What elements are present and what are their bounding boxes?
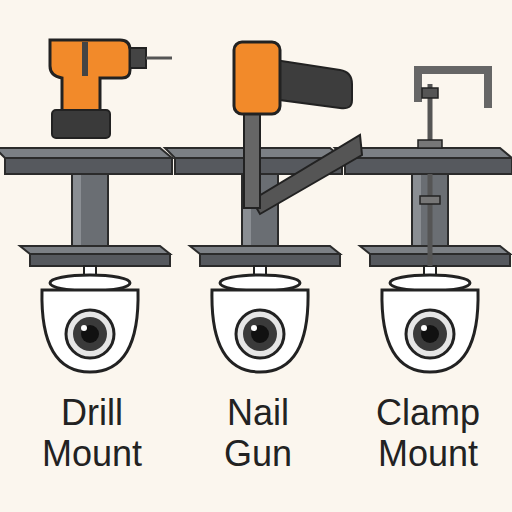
mount-label: Nail Gun [196, 392, 320, 474]
flange-front [5, 158, 172, 174]
clamp-washer [420, 196, 440, 204]
drill-chuck [130, 48, 146, 68]
clamp-pad [418, 140, 442, 148]
flange-top [0, 148, 172, 158]
camera-lens [73, 317, 107, 351]
camera-lens-ring [66, 310, 114, 358]
clamp-icon [418, 70, 488, 266]
nail-gun-icon [234, 42, 362, 214]
drill-band [82, 42, 88, 76]
drill-battery [52, 110, 110, 138]
clamp-rod [428, 174, 433, 266]
camera-dome [42, 290, 138, 372]
flange-front [30, 254, 170, 266]
nail-gun-head [234, 42, 280, 114]
nail-gun-handle [275, 60, 352, 108]
camera-lens-core [81, 325, 99, 343]
beam-camera-panel [0, 148, 172, 372]
lens-highlight [81, 325, 87, 331]
nail-magazine [252, 135, 362, 214]
clamp-nut [422, 88, 438, 98]
mount-label: Drill Mount [30, 392, 154, 474]
drill-icon [50, 40, 172, 138]
beam-camera-panel [335, 148, 512, 372]
nail-gun-nose [244, 108, 260, 208]
beam-web [72, 174, 108, 246]
drill-body [50, 40, 130, 112]
flange-top [20, 246, 170, 254]
mount-label: Clamp Mount [366, 392, 490, 474]
drill-bit [146, 57, 172, 60]
web-highlight [73, 175, 81, 245]
